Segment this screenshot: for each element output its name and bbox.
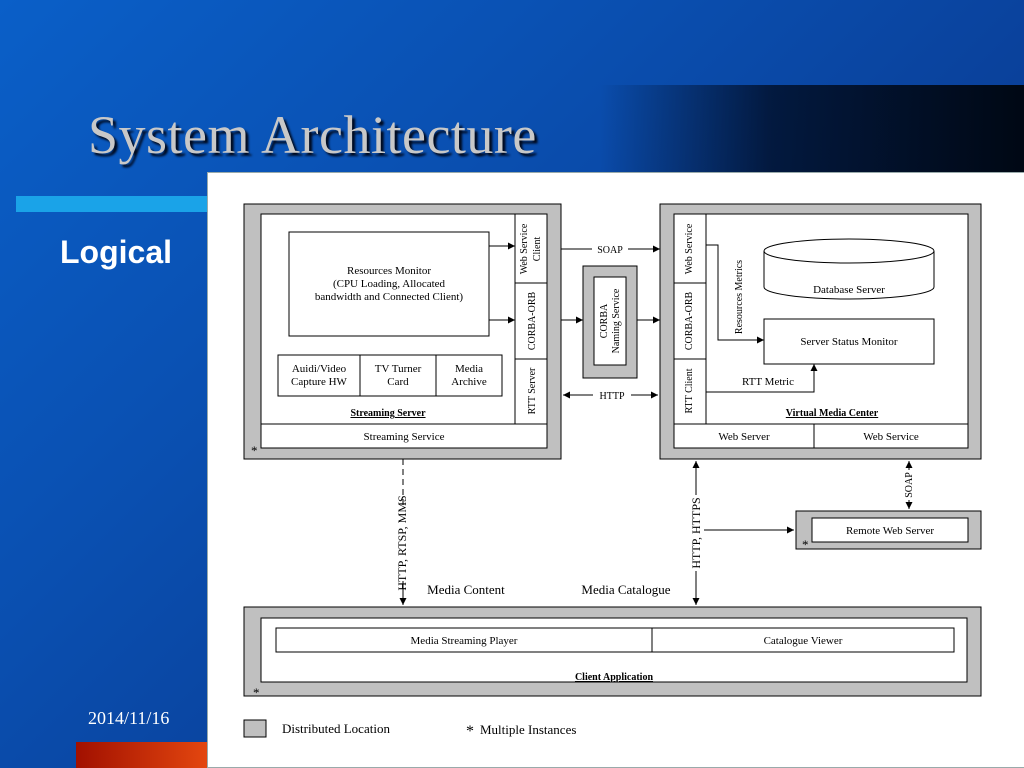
- soap-vertical-label-bg: [903, 470, 917, 500]
- http-label-bg: [593, 389, 631, 401]
- vmc-rtt-client: RTT Client: [684, 368, 695, 413]
- vmc-web-server: Web Server: [718, 431, 770, 443]
- streaming-server-label: Streaming Server: [350, 408, 426, 419]
- tv-turner-line-1: TV Turner: [375, 363, 422, 375]
- corba-naming-line-2: Naming Service: [611, 288, 622, 353]
- http-https-label-bg: [688, 495, 704, 571]
- resources-monitor-line-1: Resources Monitor: [347, 265, 431, 277]
- database-server: Database Server: [813, 284, 885, 296]
- vmc-web-service-bottom: Web Service: [863, 431, 919, 443]
- slide-subtitle: Logical: [60, 234, 173, 270]
- legend-multiple-instances: Multiple Instances: [480, 722, 576, 737]
- virtual-media-center-location: [659, 203, 982, 460]
- http-label: HTTP: [600, 391, 625, 402]
- remote-web-server-instances-mark: *: [802, 537, 809, 552]
- resources-monitor-line-2: (CPU Loading, Allocated: [333, 278, 446, 290]
- corba-naming-line-1: CORBA: [599, 303, 610, 338]
- remote-web-server-label: Remote Web Server: [846, 525, 934, 537]
- av-capture-line-2: Capture HW: [291, 376, 348, 388]
- resources-monitor-line-3: bandwidth and Connected Client): [315, 291, 463, 303]
- ss-web-service-client-line-1: Web Service: [519, 223, 530, 274]
- footer-accent-bar: [76, 742, 216, 768]
- vmc-corba-orb: CORBA-ORB: [684, 292, 695, 351]
- streaming-server-instances-mark: *: [251, 443, 258, 458]
- soap-vertical-label: SOAP: [904, 472, 915, 498]
- legend-distributed-location: Distributed Location: [282, 721, 390, 736]
- slide-date: 2014/11/16: [88, 708, 170, 728]
- client-application-location: [243, 606, 982, 697]
- client-application-instances-mark: *: [253, 685, 260, 700]
- virtual-media-center-label: Virtual Media Center: [786, 408, 879, 419]
- catalogue-viewer: Catalogue Viewer: [764, 635, 843, 647]
- streaming-service: Streaming Service: [364, 431, 445, 443]
- tv-turner-line-2: Card: [387, 376, 409, 388]
- ss-corba-orb: CORBA-ORB: [527, 292, 538, 351]
- rtt-metric-label: RTT Metric: [742, 376, 794, 388]
- server-status-monitor: Server Status Monitor: [800, 336, 897, 348]
- resources-metrics-label: Resources Metrics: [734, 260, 745, 334]
- header-dark-gradient: [600, 85, 1024, 175]
- media-content-label: Media Content: [427, 582, 505, 597]
- http-rtsp-mms-label: HTTP, RTSP, MMS: [395, 495, 409, 590]
- ss-web-service-client-line-2: Client: [532, 237, 543, 262]
- corba-naming-location: [582, 265, 638, 379]
- soap-label: SOAP: [597, 245, 623, 256]
- http-https-label: HTTP, HTTPS: [689, 497, 703, 568]
- streaming-server-location: [243, 203, 562, 460]
- media-streaming-player: Media Streaming Player: [411, 635, 518, 647]
- architecture-diagram: Resources Monitor (CPU Loading, Allocate…: [243, 203, 982, 740]
- soap-label-bg: [592, 243, 628, 255]
- legend-star: *: [466, 723, 474, 740]
- media-catalogue-label: Media Catalogue: [581, 582, 670, 597]
- slide-title: System Architecture: [88, 105, 537, 165]
- legend-location-swatch: [243, 719, 267, 738]
- media-archive-line-2: Archive: [451, 376, 487, 388]
- remote-web-server-location: [795, 510, 982, 550]
- client-application-label: Client Application: [575, 672, 654, 683]
- diagram-panel: Resources Monitor (CPU Loading, Allocate…: [207, 172, 1024, 768]
- av-capture-line-1: Auidi/Video: [292, 363, 347, 375]
- media-archive-line-1: Media: [455, 363, 483, 375]
- ss-rtt-server: RTT Server: [527, 367, 538, 414]
- accent-band: [16, 196, 210, 212]
- vmc-web-service: Web Service: [684, 223, 695, 274]
